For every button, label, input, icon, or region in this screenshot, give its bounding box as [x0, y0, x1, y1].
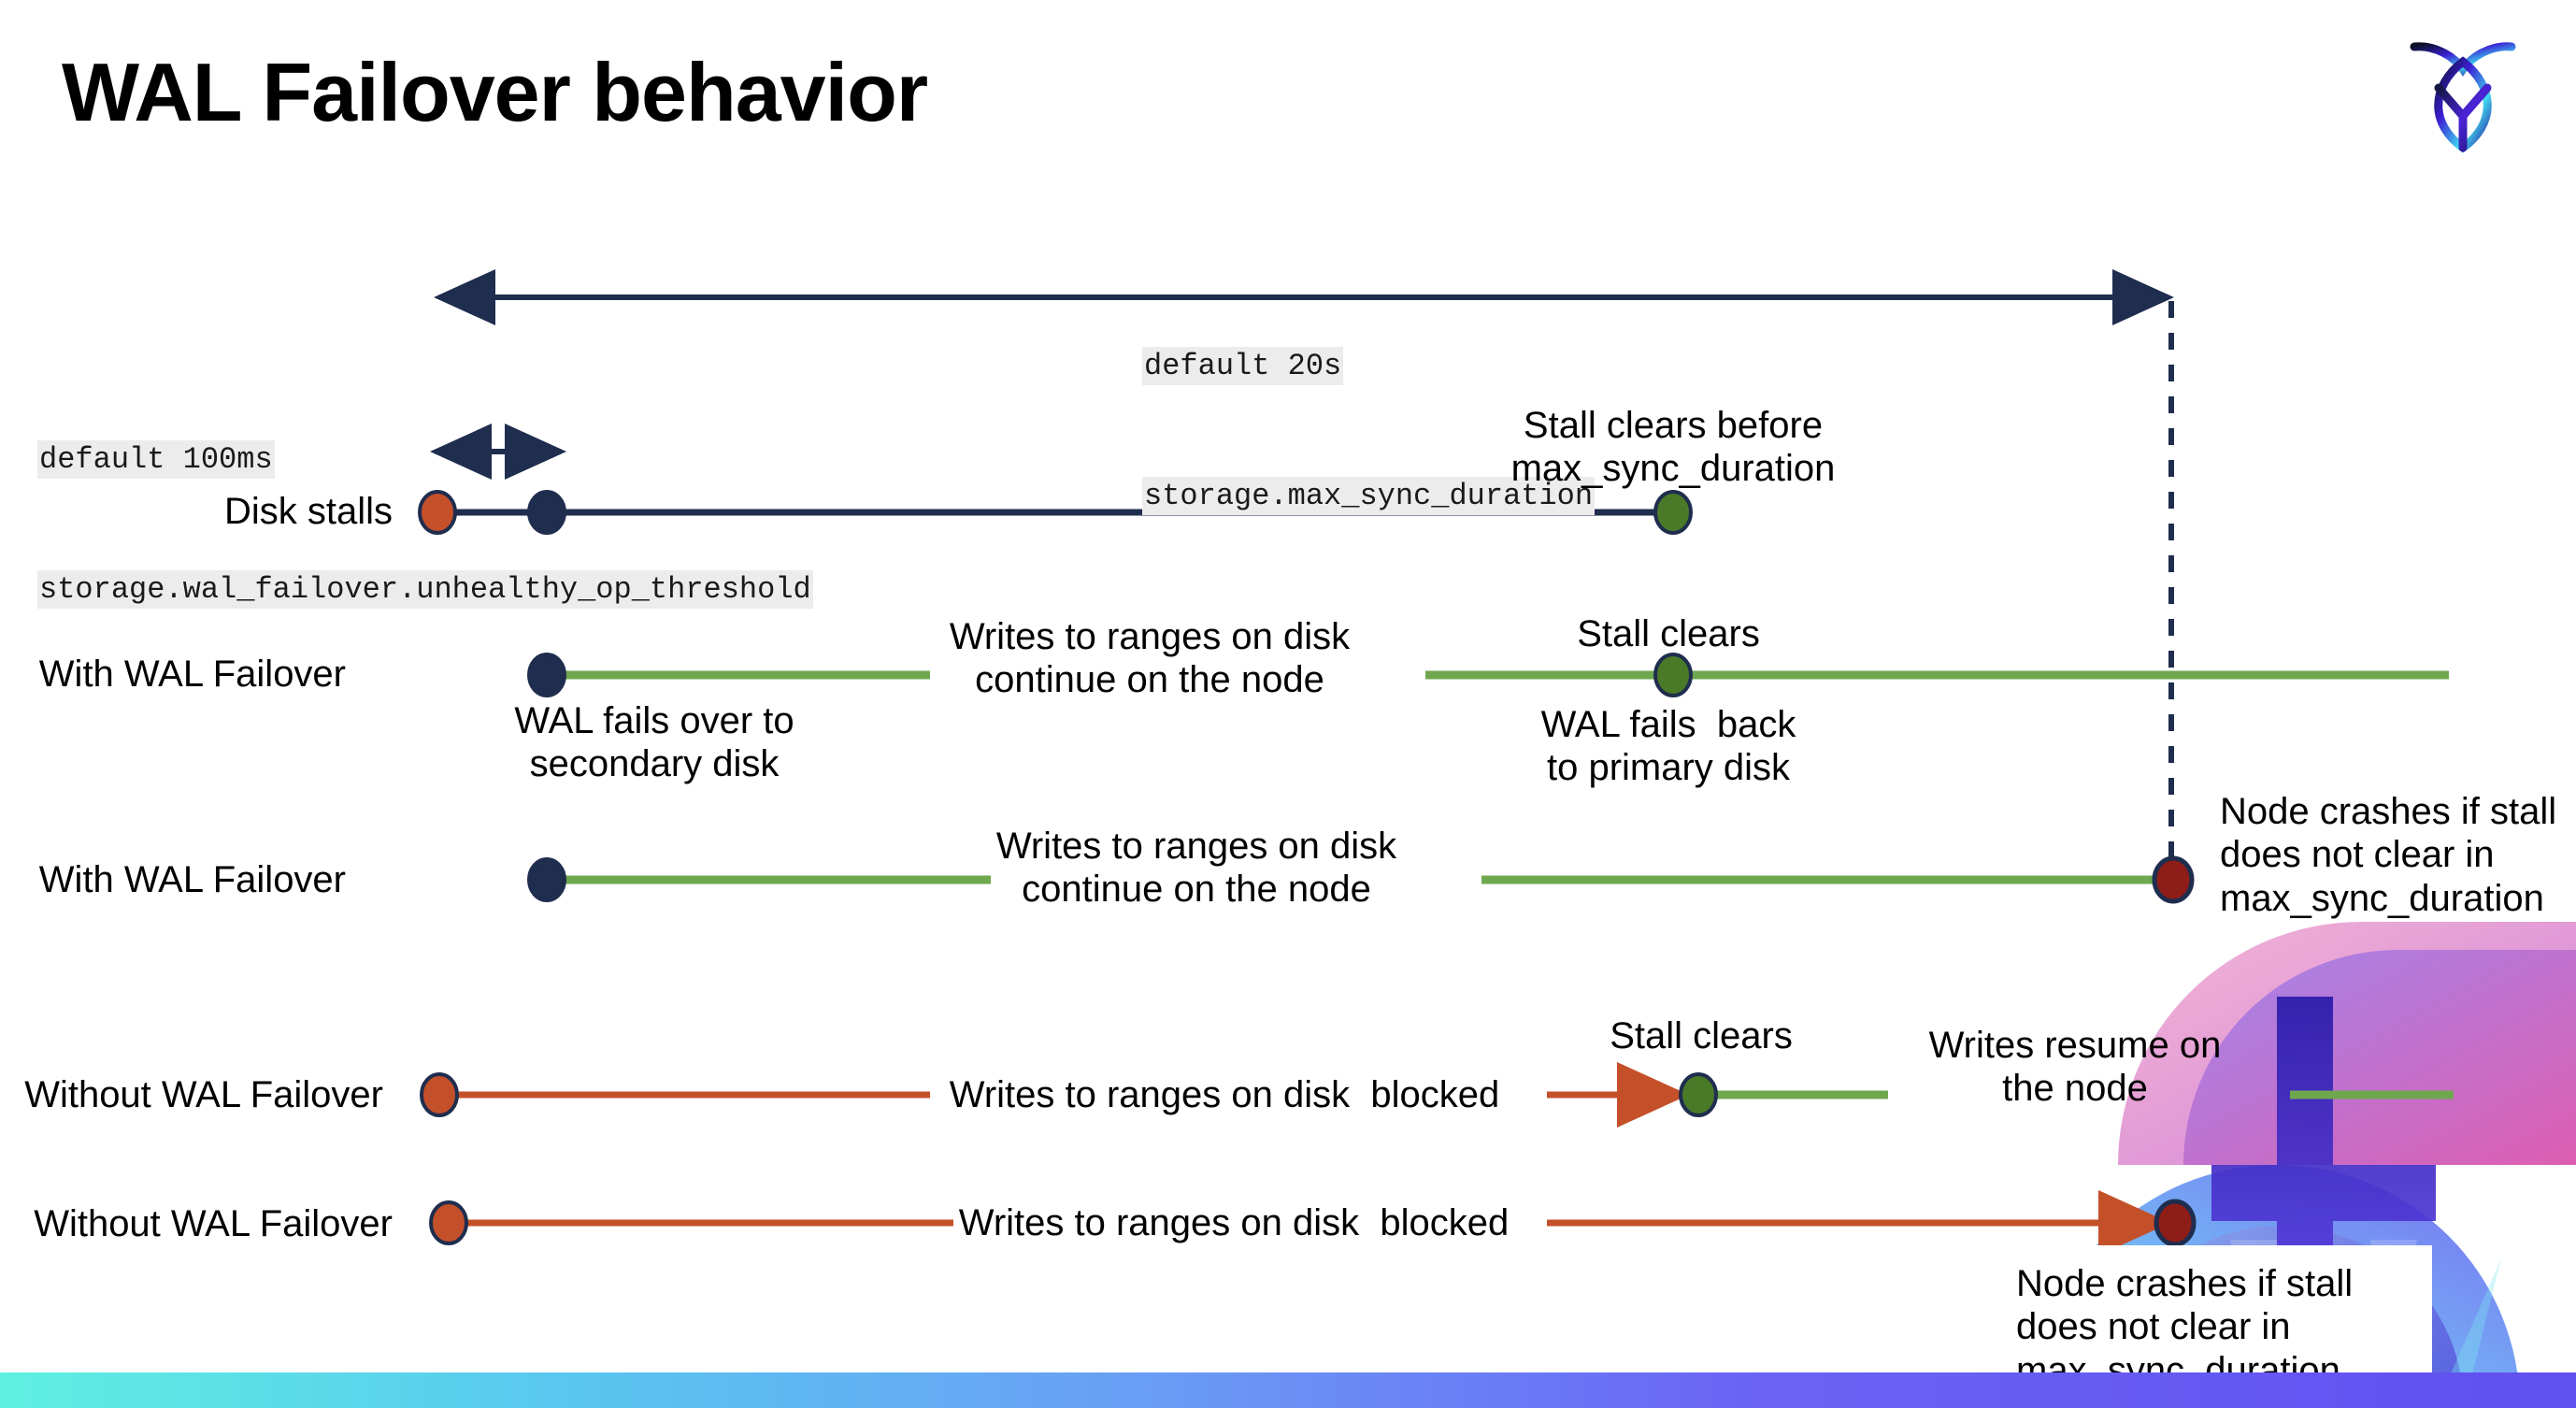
cockroachdb-logo-icon	[2410, 42, 2516, 153]
note-wal-fails-back: WAL fails back to primary disk	[1540, 704, 1796, 789]
note-stall-clears-2: Stall clears	[1610, 1015, 1793, 1056]
row-without-wal-failover-2-timeline	[429, 1190, 2197, 1256]
row-label-without-wal-failover-1: Without WAL Failover	[24, 1074, 383, 1115]
row-label-disk-stalls: Disk stalls	[223, 491, 393, 532]
note-node-crashes-2: Node crashes if stall does not clear in …	[2016, 1263, 2354, 1391]
bottom-gradient-bar	[0, 1372, 2576, 1408]
row-without-wal-failover-1-timeline	[420, 1062, 2454, 1128]
page-title: WAL Failover behavior	[62, 46, 928, 138]
max-sync-setting-label: storage.max_sync_duration	[1142, 476, 1596, 515]
marker-failover-navy	[527, 653, 566, 697]
row-with-wal-failover-1-timeline	[527, 653, 2449, 697]
marker-stall-start-red	[420, 1072, 459, 1117]
marker-stall-start-red	[418, 490, 457, 535]
marker-failover-navy	[527, 490, 566, 535]
note-wal-fails-over: WAL fails over to secondary disk	[514, 700, 794, 785]
note-writes-blocked-2: Writes to ranges on disk blocked	[958, 1202, 1510, 1243]
unhealthy-op-setting-label: storage.wal_failover.unhealthy_op_thresh…	[37, 569, 813, 609]
note-writes-continue-2: Writes to ranges on disk continue on the…	[995, 826, 1397, 911]
row-label-with-wal-failover-1: With WAL Failover	[38, 654, 346, 695]
note-writes-blocked-1: Writes to ranges on disk blocked	[949, 1074, 1500, 1115]
row-with-wal-failover-2-timeline	[527, 855, 2195, 904]
unhealthy-op-default-label: default 100ms	[37, 439, 275, 479]
marker-failover-navy	[527, 857, 566, 902]
max-sync-duration-annotation: default 20s storage.max_sync_duration	[1142, 258, 1596, 605]
note-stall-clears-1: Stall clears	[1577, 613, 1760, 654]
note-writes-resume: Writes resume on the node	[1928, 1025, 2222, 1110]
marker-node-crash-darkred	[2152, 855, 2195, 904]
row-label-without-wal-failover-2: Without WAL Failover	[34, 1203, 393, 1244]
unhealthy-op-threshold-annotation: default 100ms storage.wal_failover.unhea…	[37, 352, 813, 698]
max-sync-default-label: default 20s	[1142, 346, 1344, 385]
marker-stall-start-red	[429, 1200, 468, 1245]
row-label-with-wal-failover-2: With WAL Failover	[38, 859, 346, 900]
note-stall-clears-before-max-sync: Stall clears before max_sync_duration	[1510, 405, 1836, 490]
marker-stall-clears-green	[1679, 1072, 1718, 1117]
marker-stall-clears-green	[1653, 653, 1693, 697]
marker-node-crash-darkred	[2154, 1199, 2197, 1247]
note-node-crashes-1: Node crashes if stall does not clear in …	[2220, 791, 2557, 919]
marker-stall-clears-green	[1653, 490, 1693, 535]
note-writes-continue-1: Writes to ranges on disk continue on the…	[949, 616, 1351, 701]
